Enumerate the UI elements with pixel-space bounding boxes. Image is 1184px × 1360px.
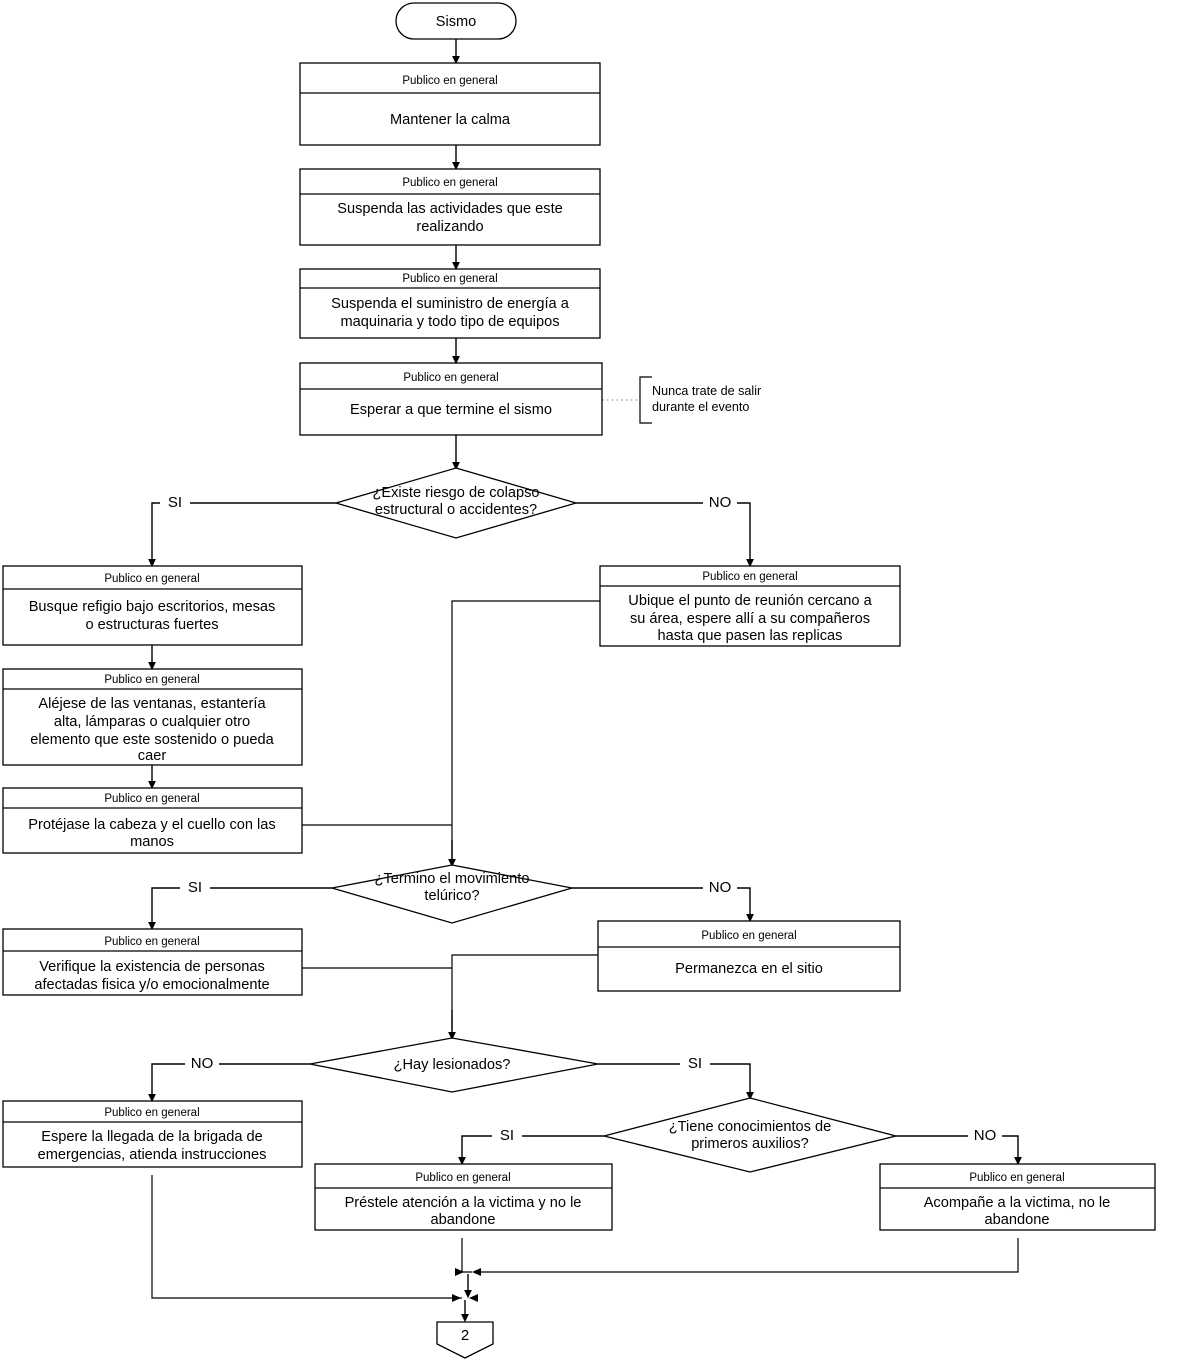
edge-d2-si <box>148 887 332 931</box>
branch-label-d1-left: SI <box>168 494 182 511</box>
edge-d1-no <box>576 502 754 568</box>
process-s2: Publico en general Suspenda las activida… <box>299 168 601 246</box>
annotation-note: Nunca trate de salir durante el evento <box>652 384 761 414</box>
role-label-s1: Publico en general <box>402 75 497 87</box>
role-label-s12: Publico en general <box>415 1172 510 1184</box>
process-s6: Publico en general Aléjese de las ventan… <box>2 668 303 766</box>
role-label-s10: Publico en general <box>701 930 796 942</box>
step-text-s6-l3: elemento que este sostenido o pueda <box>30 732 274 748</box>
role-label-s11: Publico en general <box>104 1107 199 1119</box>
decision-d2-line1: ¿Termino el movimiento <box>375 871 530 887</box>
edge-d4-si <box>458 1135 604 1166</box>
branch-label-d4-left: SI <box>500 1127 514 1144</box>
step-text-s8-l2: su área, espere allí a su compañeros <box>630 611 870 627</box>
process-s1: Publico en general Mantener la calma <box>299 62 601 146</box>
step-text-s6-l1: Aléjese de las ventanas, estantería <box>38 696 266 712</box>
start-label: Sismo <box>436 14 477 30</box>
branch-label-d4-right: NO <box>974 1127 997 1144</box>
merge-arrow-left-2 <box>452 1294 461 1302</box>
branch-label-d2-left: SI <box>188 879 202 896</box>
decision-d4-line1: ¿Tiene conocimientos de <box>669 1119 832 1135</box>
step-text-s3-l1: Suspenda el suministro de energía a <box>331 296 570 312</box>
role-label-s13: Publico en general <box>969 1172 1064 1184</box>
edge-d3-no <box>148 1063 310 1103</box>
branch-label-d2-right: NO <box>709 879 732 896</box>
merge-arrow-right-1 <box>472 1268 481 1276</box>
step-text-s2-l2: realizando <box>416 219 483 235</box>
process-s4: Publico en general Esperar a que termine… <box>299 362 603 436</box>
step-text-s12-l1: Préstele atención a la victima y no le <box>345 1195 582 1211</box>
branch-label-d3-right: SI <box>688 1055 702 1072</box>
process-s9: Publico en general Verifique la existenc… <box>2 928 303 996</box>
decision-d1-line1: ¿Existe riesgo de colapso <box>372 485 539 501</box>
process-s3: Publico en general Suspenda el suministr… <box>299 268 601 339</box>
role-label-s9: Publico en general <box>104 936 199 948</box>
decision-d2-line2: telúrico? <box>424 888 479 904</box>
process-s11: Publico en general Espere la llegada de … <box>2 1100 303 1168</box>
edge-s10-down <box>451 954 598 1030</box>
step-text-s10-l1: Permanezca en el sitio <box>675 961 823 977</box>
step-text-s4-l1: Esperar a que termine el sismo <box>350 402 552 418</box>
start-terminator: Sismo <box>395 2 517 40</box>
step-text-s11-l2: emergencias, atienda instrucciones <box>38 1147 267 1163</box>
process-s8: Publico en general Ubique el punto de re… <box>599 565 901 647</box>
decision-d2: ¿Termino el movimiento telúrico? SI NO <box>180 864 737 924</box>
decision-d3-line1: ¿Hay lesionados? <box>394 1057 511 1073</box>
step-text-s11-l1: Espere la llegada de la brigada de <box>41 1129 263 1145</box>
role-label-s8: Publico en general <box>702 571 797 583</box>
step-text-s12-l2: abandone <box>431 1212 496 1228</box>
edge-d2-no <box>572 887 754 923</box>
annotation-line1: Nunca trate de salir <box>652 384 761 398</box>
process-s5: Publico en general Busque refigio bajo e… <box>2 565 303 646</box>
step-text-s5-l1: Busque refigio bajo escritorios, mesas <box>29 599 276 615</box>
merge-arrow-left-1 <box>455 1268 464 1276</box>
connector-label: 2 <box>461 1327 469 1344</box>
edge-d1-si <box>148 502 336 568</box>
process-s7: Publico en general Protéjase la cabeza y… <box>2 787 303 854</box>
edge-d4-no <box>896 1135 1022 1166</box>
edge-d3-si <box>598 1063 754 1101</box>
branch-label-d3-left: NO <box>191 1055 214 1072</box>
role-label-s6: Publico en general <box>104 674 199 686</box>
branch-label-d1-right: NO <box>709 494 732 511</box>
decision-d1-line2: estructural o accidentes? <box>375 502 537 518</box>
annotation-bracket <box>639 376 652 424</box>
process-s13: Publico en general Acompañe a la victima… <box>879 1163 1156 1231</box>
step-text-s9-l1: Verifique la existencia de personas <box>39 959 265 975</box>
step-text-s6-l4: caer <box>138 748 167 764</box>
role-label-s5: Publico en general <box>104 573 199 585</box>
edge-s12-merge <box>461 1238 472 1273</box>
step-text-s8-l1: Ubique el punto de reunión cercano a <box>628 593 872 609</box>
decision-d3: ¿Hay lesionados? NO SI <box>185 1037 710 1093</box>
step-text-s13-l2: abandone <box>985 1212 1050 1228</box>
step-text-s7-l2: manos <box>130 834 174 850</box>
step-text-s9-l2: afectadas fisica y/o emocionalmente <box>34 977 269 993</box>
decision-d4: ¿Tiene conocimientos de primeros auxilio… <box>492 1097 1002 1173</box>
decision-d1: ¿Existe riesgo de colapso estructural o … <box>160 467 737 539</box>
role-label-s4: Publico en general <box>403 372 498 384</box>
merge-arrow-right-2 <box>469 1294 478 1302</box>
edge-s8-down <box>451 600 600 862</box>
role-label-s3: Publico en general <box>402 273 497 285</box>
decision-d4-line2: primeros auxilios? <box>691 1136 809 1152</box>
step-text-s3-l2: maquinaria y todo tipo de equipos <box>340 314 559 330</box>
step-text-s6-l2: alta, lámparas o cualquier otro <box>54 714 250 730</box>
process-s10: Publico en general Permanezca en el siti… <box>597 920 901 992</box>
step-text-s2-l1: Suspenda las actividades que este <box>337 201 563 217</box>
step-text-s7-l1: Protéjase la cabeza y el cuello con las <box>28 817 275 833</box>
edge-s11-merge <box>151 1175 462 1299</box>
offpage-connector-2: 2 <box>436 1321 494 1359</box>
edge-s13-merge <box>476 1238 1019 1273</box>
annotation-line2: durante el evento <box>652 400 749 414</box>
step-text-s8-l3: hasta que pasen las replicas <box>658 628 843 644</box>
role-label-s2: Publico en general <box>402 177 497 189</box>
step-text-s1-l1: Mantener la calma <box>390 112 511 128</box>
role-label-s7: Publico en general <box>104 793 199 805</box>
step-text-s13-l1: Acompañe a la victima, no le <box>924 1195 1111 1211</box>
step-text-s5-l2: o estructuras fuertes <box>85 617 218 633</box>
process-s12: Publico en general Préstele atención a l… <box>314 1163 613 1231</box>
